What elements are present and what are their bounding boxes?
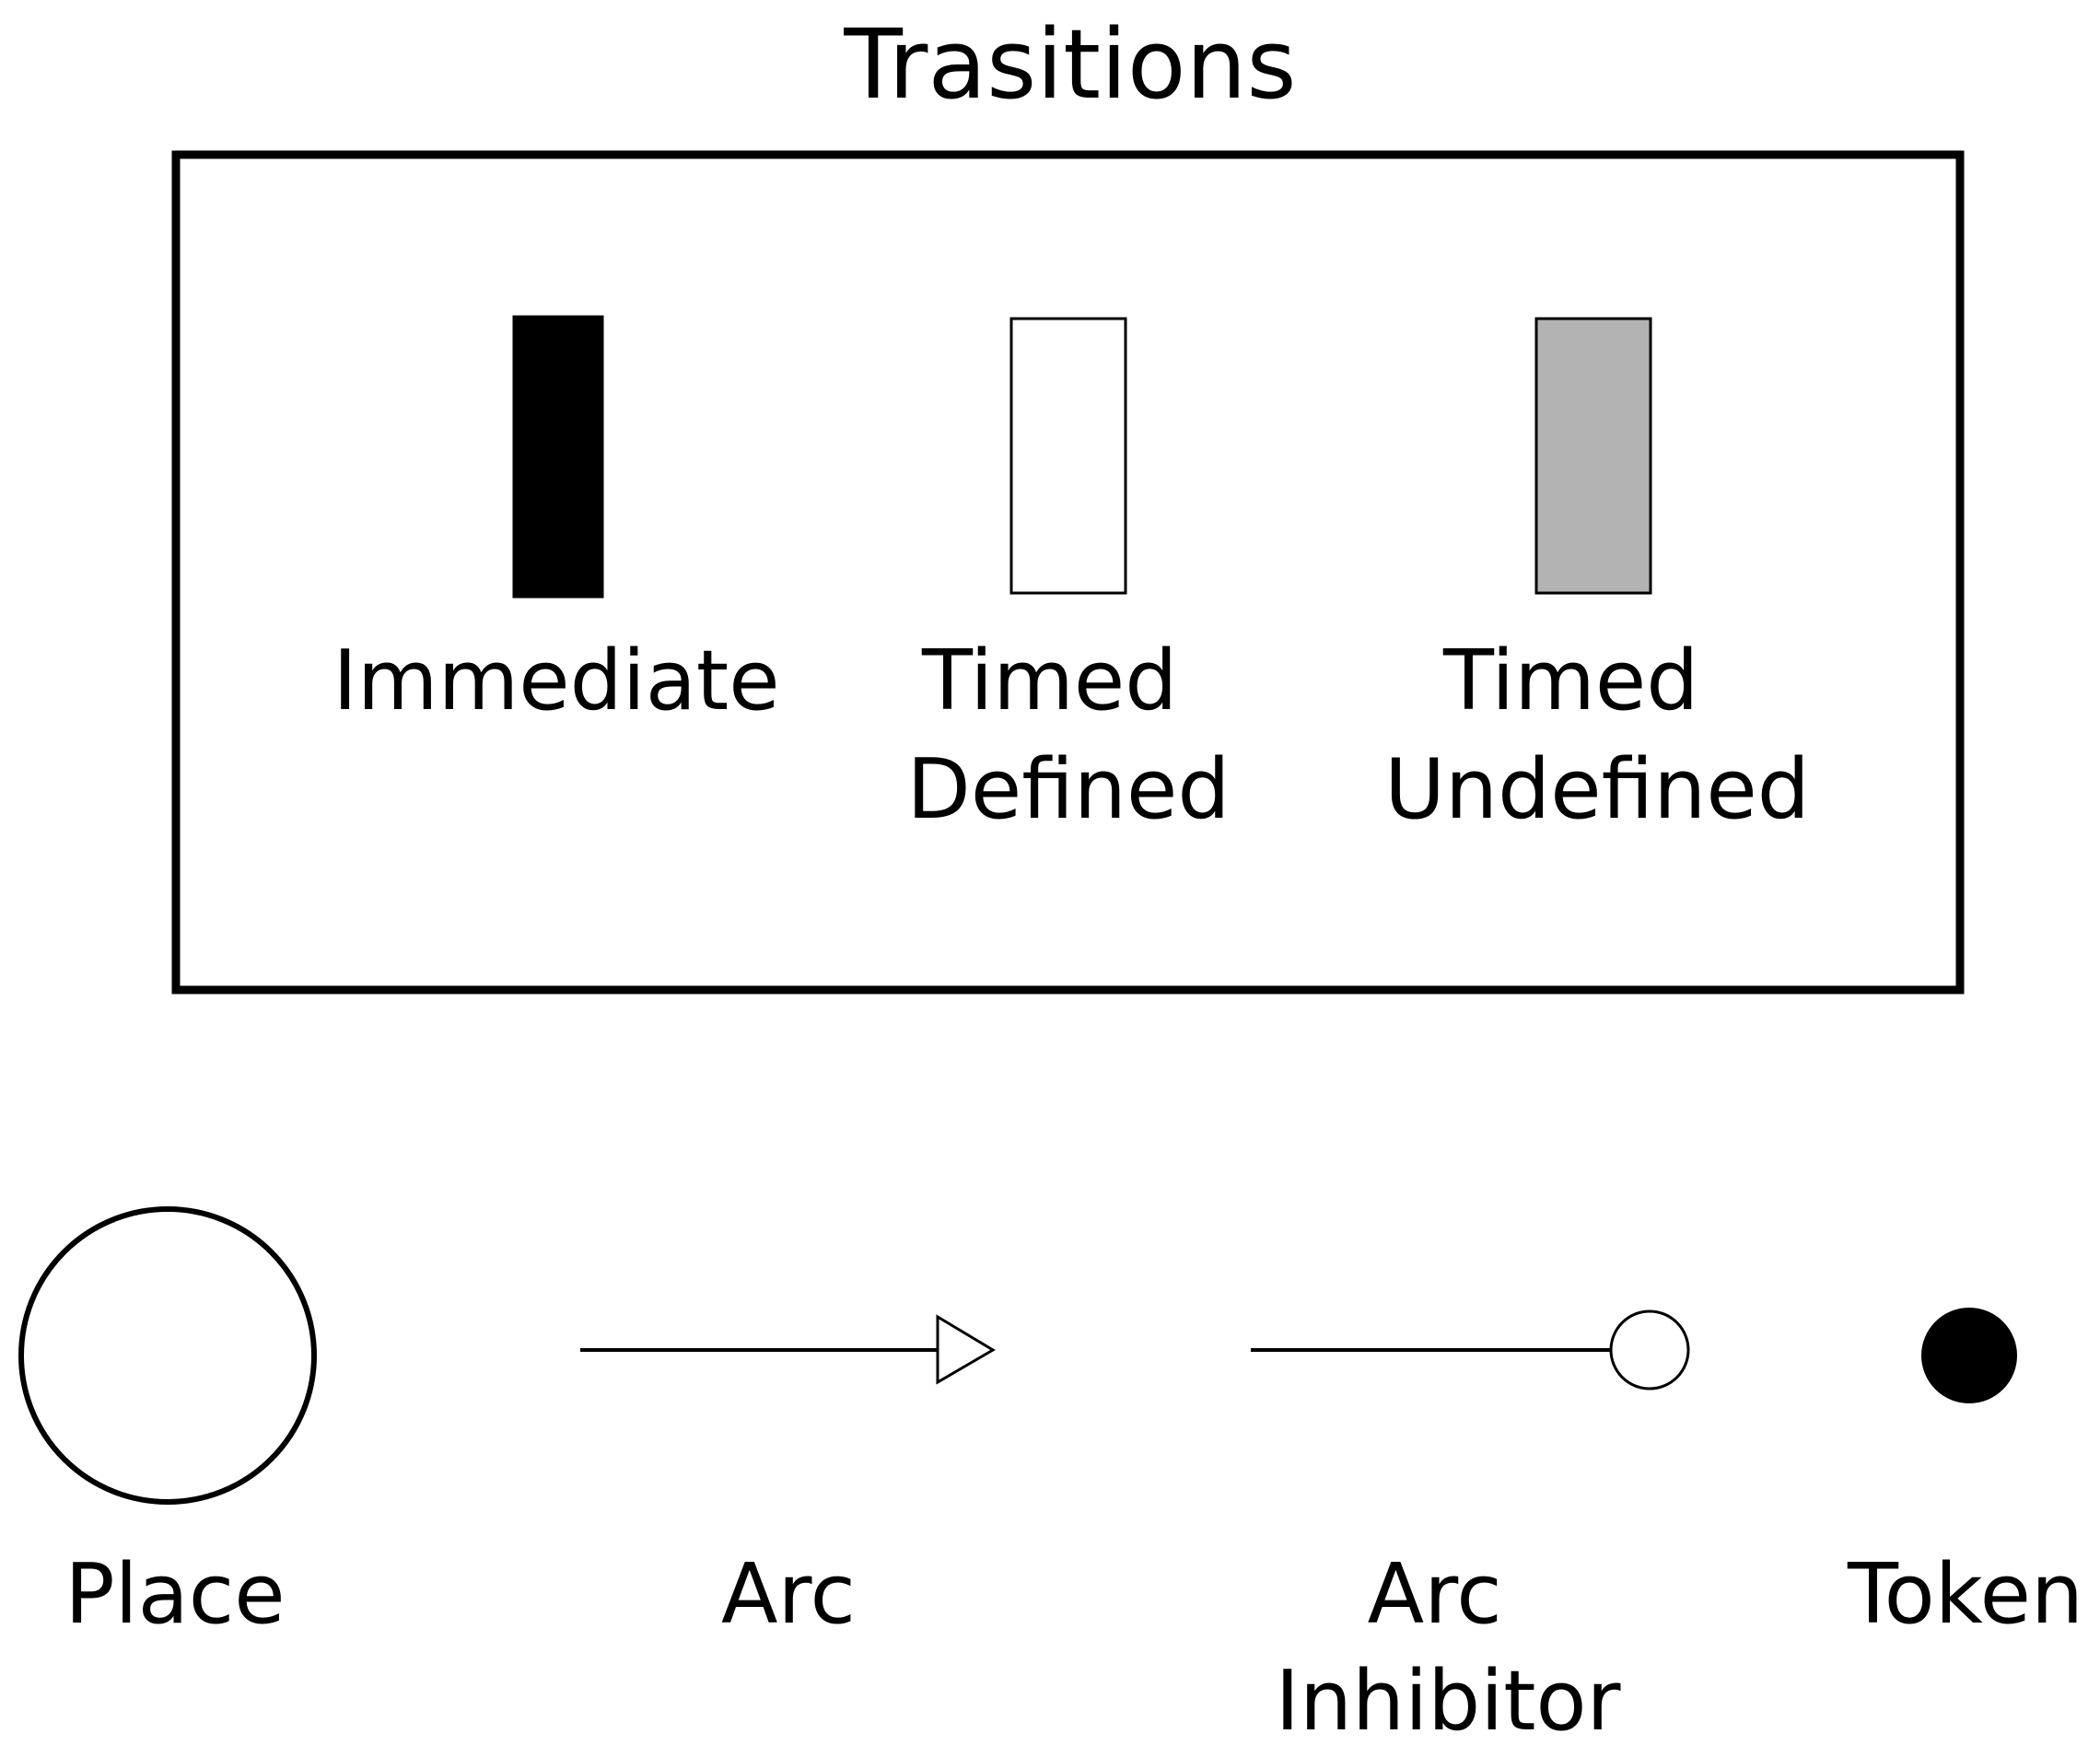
arc-symbol	[580, 1314, 996, 1385]
immediate-label-line: Immediate	[332, 633, 779, 729]
arc-arrowhead	[936, 1314, 996, 1385]
token-symbol	[1921, 1308, 2017, 1403]
arc-inhibitor-label: Arc Inhibitor	[1275, 1546, 1620, 1750]
arc-inhibitor-head	[1609, 1309, 1690, 1390]
arc-inhibitor-label-line-2: Inhibitor	[1275, 1653, 1620, 1750]
timed-undefined-label-line-2: Undefined	[1384, 741, 1810, 838]
timed-defined-label-line-2: Defined	[907, 741, 1231, 838]
arc-inhibitor-symbol	[1251, 1309, 1690, 1390]
immediate-label: Immediate	[332, 633, 779, 729]
place-label: Place	[64, 1546, 285, 1643]
immediate-transition-symbol	[512, 315, 604, 599]
timed-undefined-transition-symbol	[1534, 317, 1652, 595]
place-symbol	[18, 1206, 317, 1505]
timed-defined-label: Timed Defined	[907, 633, 1231, 838]
place-label-line: Place	[64, 1546, 285, 1643]
timed-defined-transition-symbol	[1009, 317, 1127, 595]
timed-defined-label-line-1: Timed	[921, 633, 1177, 729]
transitions-frame	[171, 150, 1965, 995]
token-label: Token	[1847, 1546, 2083, 1643]
timed-undefined-label: Timed Undefined	[1384, 633, 1810, 838]
diagram-title: Trasitions	[843, 8, 1296, 121]
arc-inhibitor-label-line-1: Arc	[1368, 1546, 1502, 1643]
token-label-line: Token	[1847, 1546, 2083, 1643]
arc-label: Arc	[721, 1546, 856, 1643]
arc-label-line: Arc	[721, 1546, 856, 1643]
timed-undefined-label-line-1: Timed	[1442, 633, 1698, 729]
